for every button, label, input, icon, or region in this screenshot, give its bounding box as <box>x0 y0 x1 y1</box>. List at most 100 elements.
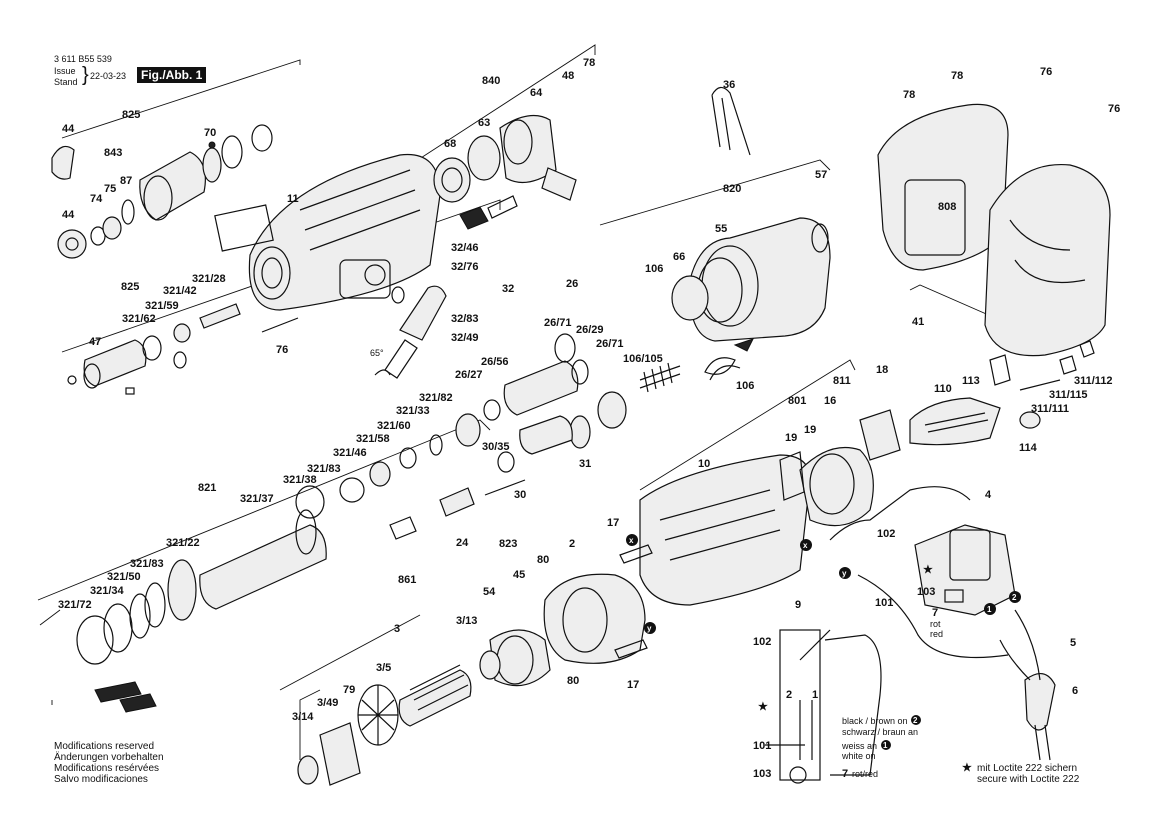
stator-field <box>543 544 653 664</box>
label-80b: 80 <box>567 675 579 687</box>
motor-housing-rear <box>877 103 1111 357</box>
bracket-36 <box>711 86 751 156</box>
wiring-black-brown-en: black / brown on <box>842 716 908 726</box>
label-820: 820 <box>723 183 741 195</box>
label-57: 57 <box>815 169 827 181</box>
front-bearing-parts <box>433 114 577 230</box>
label-78b: 78 <box>903 89 915 101</box>
wiring-white-en: white on <box>841 751 876 761</box>
label-2w: 2 <box>786 689 792 701</box>
badge-2-wiring-text: 2 <box>913 716 918 725</box>
issue-date: 22-03-23 <box>90 71 127 81</box>
label-74: 74 <box>90 193 103 205</box>
label-106b: 106 <box>736 380 754 392</box>
label-3-13: 3/13 <box>456 615 477 627</box>
label-32-49: 32/49 <box>451 332 479 344</box>
badge-1-wiring <box>881 740 891 750</box>
label-106a: 106 <box>645 263 663 275</box>
figure-label: Fig./Abb. 1 <box>137 67 207 83</box>
label-3-49: 3/49 <box>317 697 338 709</box>
label-321-33: 321/33 <box>396 405 430 417</box>
label-32-76: 32/76 <box>451 261 479 273</box>
label-321-83a: 321/83 <box>307 463 341 475</box>
label-5: 5 <box>1070 637 1076 649</box>
label-321-28: 321/28 <box>192 273 226 285</box>
label-76b: 76 <box>1108 103 1120 115</box>
label-78a: 78 <box>583 57 595 69</box>
label-44b: 44 <box>62 209 75 221</box>
label-321-22: 321/22 <box>166 537 200 549</box>
label-321-37: 321/37 <box>240 493 274 505</box>
label-311-115: 311/115 <box>1049 389 1088 401</box>
label-41: 41 <box>912 316 924 328</box>
badges: x x y y 1 2 2 1 ★ ★ ★ <box>626 534 1021 774</box>
motor-housing-front <box>639 409 901 606</box>
label-843: 843 <box>104 147 122 159</box>
badge-x-a <box>626 534 638 546</box>
label-321-82: 321/82 <box>419 392 453 404</box>
label-31: 31 <box>579 458 591 470</box>
label-811: 811 <box>833 375 851 387</box>
label-76a: 76 <box>1040 66 1052 78</box>
label-6: 6 <box>1072 685 1078 697</box>
label-3-14: 3/14 <box>292 711 314 723</box>
label-321-50: 321/50 <box>107 571 141 583</box>
badge-y-a <box>644 622 656 634</box>
label-76c: 76 <box>276 344 288 356</box>
label-24: 24 <box>456 537 469 549</box>
loctite-de: mit Loctite 222 sichern <box>977 763 1078 774</box>
label-17a: 17 <box>607 517 619 529</box>
label-321-62: 321/62 <box>122 313 156 325</box>
spindle-parts-left <box>67 303 241 395</box>
modifications-fr: Modifications resérvées <box>54 763 160 774</box>
label-red: red <box>930 629 943 639</box>
badge-1-switch <box>984 603 996 615</box>
label-861: 861 <box>398 574 416 586</box>
star-marker-legend: ★ <box>962 762 972 774</box>
label-47: 47 <box>89 336 101 348</box>
label-321-34: 321/34 <box>90 585 125 597</box>
label-26-27: 26/27 <box>455 369 483 381</box>
clutch-and-spring <box>639 217 831 393</box>
label-9: 9 <box>795 599 801 611</box>
group-brackets <box>37 44 1001 760</box>
gear-housing <box>214 153 441 311</box>
label-26-56: 26/56 <box>481 356 509 368</box>
chuck-assembly <box>51 124 273 259</box>
label-808: 808 <box>938 201 956 213</box>
switch-and-cable <box>829 486 1056 761</box>
label-321-58: 321/58 <box>356 433 390 445</box>
badge-x-b <box>800 539 812 551</box>
modifications-en: Modifications reserved <box>54 741 155 752</box>
label-2: 2 <box>569 538 575 550</box>
wiring-black-brown-de: schwarz / braun an <box>842 727 918 737</box>
label-18: 18 <box>876 364 888 376</box>
badge-y-a-text: y <box>647 624 652 633</box>
label-3: 3 <box>394 623 400 635</box>
wiring-detail-inset <box>765 629 882 784</box>
label-321-72: 321/72 <box>58 599 92 611</box>
label-321-46: 321/46 <box>333 447 367 459</box>
label-44a: 44 <box>62 123 75 135</box>
label-311-111: 311/111 <box>1031 403 1069 415</box>
stand-label: Stand <box>54 77 78 87</box>
label-11: 11 <box>287 193 299 205</box>
label-7a: 7 <box>932 607 938 619</box>
label-114: 114 <box>1019 442 1038 454</box>
label-4: 4 <box>985 489 992 501</box>
label-87: 87 <box>120 175 132 187</box>
label-45: 45 <box>513 569 525 581</box>
label-19a: 19 <box>785 432 797 444</box>
loctite-note: mit Loctite 222 sichern secure with Loct… <box>965 763 1079 785</box>
striker-tube-parts <box>76 434 475 713</box>
badge-2-switch-text: 2 <box>1012 593 1017 602</box>
label-64: 64 <box>530 87 543 99</box>
label-63: 63 <box>478 117 490 129</box>
label-32-46: 32/46 <box>451 242 479 254</box>
label-48: 48 <box>562 70 574 82</box>
label-17b: 17 <box>627 679 639 691</box>
badge-y-b-text: y <box>842 569 847 578</box>
label-113: 113 <box>962 375 980 387</box>
label-101b: 101 <box>753 740 771 752</box>
label-16: 16 <box>824 395 836 407</box>
